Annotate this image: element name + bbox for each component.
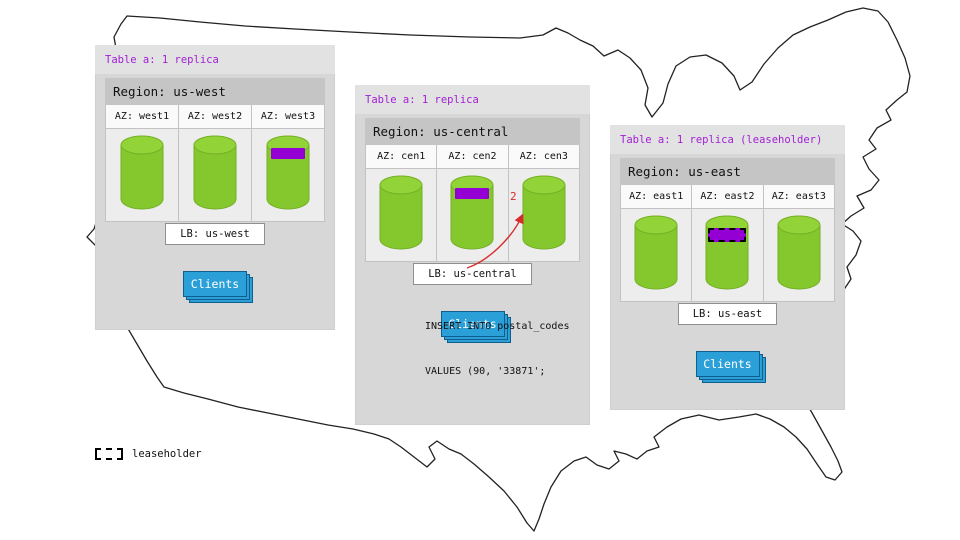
az-label: AZ: west2 bbox=[179, 105, 251, 129]
region-header: Region: us-east bbox=[620, 158, 835, 185]
cylinder-icon bbox=[705, 215, 749, 290]
sql-line-2: VALUES (90, '33871'; bbox=[425, 366, 546, 377]
table-replica-label: Table a: 1 replica bbox=[95, 45, 335, 74]
az-label: AZ: cen3 bbox=[508, 145, 579, 169]
az-label: AZ: east3 bbox=[763, 185, 834, 209]
az-column: AZ: east2 bbox=[692, 185, 764, 301]
az-area: AZ: west1 AZ: west2 bbox=[105, 105, 325, 222]
az-column: AZ: cen2 bbox=[437, 145, 509, 261]
az-body bbox=[437, 169, 507, 261]
clients-button: Clients bbox=[183, 271, 247, 297]
load-balancer: LB: us-west bbox=[165, 223, 265, 245]
az-label: AZ: cen2 bbox=[437, 145, 508, 169]
database-cylinder bbox=[521, 175, 567, 251]
az-column: AZ: cen1 bbox=[366, 145, 438, 261]
az-body bbox=[179, 129, 251, 221]
az-body bbox=[252, 129, 324, 221]
table-replica-label: Table a: 1 replica bbox=[355, 85, 590, 114]
leaseholder-badge bbox=[708, 228, 747, 242]
az-body bbox=[106, 129, 178, 221]
load-balancer: LB: us-east bbox=[677, 303, 778, 325]
database-cylinder bbox=[633, 215, 679, 291]
cylinder-icon bbox=[450, 175, 494, 250]
leaseholder-swatch-icon bbox=[95, 448, 123, 460]
cylinder-icon bbox=[379, 175, 423, 250]
database-cylinder bbox=[704, 215, 750, 291]
az-label: AZ: west1 bbox=[106, 105, 178, 129]
replica-badge bbox=[455, 188, 490, 199]
replica-badge bbox=[271, 148, 305, 159]
az-label: AZ: cen1 bbox=[366, 145, 437, 169]
legend-label: leaseholder bbox=[132, 448, 202, 460]
region-header: Region: us-central bbox=[365, 118, 580, 145]
az-column: AZ: east3 bbox=[763, 185, 834, 301]
database-cylinder bbox=[776, 215, 822, 291]
az-body bbox=[366, 169, 436, 261]
database-cylinder bbox=[449, 175, 495, 251]
cylinder-icon bbox=[634, 215, 678, 290]
cylinder-icon bbox=[193, 135, 237, 210]
az-column: AZ: east1 bbox=[621, 185, 693, 301]
cylinder-icon bbox=[120, 135, 164, 210]
region-panel-us-central: Table a: 1 replica Region: us-central AZ… bbox=[355, 85, 590, 425]
az-body bbox=[509, 169, 579, 261]
az-column: AZ: west3 bbox=[252, 105, 324, 221]
database-cylinder bbox=[265, 135, 311, 211]
az-label: AZ: east1 bbox=[621, 185, 692, 209]
cylinder-icon bbox=[266, 135, 310, 210]
region-panel-us-west: Table a: 1 replica Region: us-west AZ: w… bbox=[95, 45, 335, 330]
sql-line-1: INSERT INTO postal_codes bbox=[425, 321, 570, 332]
database-cylinder bbox=[119, 135, 165, 211]
az-column: AZ: west2 bbox=[179, 105, 252, 221]
database-cylinder bbox=[192, 135, 238, 211]
az-column: AZ: west1 bbox=[106, 105, 179, 221]
az-area: AZ: east1 AZ: east2 bbox=[620, 185, 835, 302]
az-label: AZ: west3 bbox=[252, 105, 324, 129]
region-panel-us-east: Table a: 1 replica (leaseholder) Region:… bbox=[610, 125, 845, 410]
cylinder-icon bbox=[777, 215, 821, 290]
clients-button: Clients bbox=[440, 311, 505, 337]
clients-button: Clients bbox=[695, 351, 760, 377]
load-balancer: LB: us-central bbox=[413, 263, 532, 285]
cylinder-icon bbox=[522, 175, 566, 250]
legend: leaseholder bbox=[95, 448, 202, 460]
az-label: AZ: east2 bbox=[692, 185, 763, 209]
sql-statement: INSERT INTO postal_codes VALUES (90, '33… bbox=[425, 289, 570, 409]
az-column: AZ: cen3 bbox=[508, 145, 579, 261]
region-header: Region: us-west bbox=[105, 78, 325, 105]
az-body bbox=[764, 209, 834, 301]
az-area: AZ: cen1 AZ: cen2 bbox=[365, 145, 580, 262]
database-cylinder bbox=[378, 175, 424, 251]
table-replica-label: Table a: 1 replica (leaseholder) bbox=[610, 125, 845, 154]
az-body bbox=[621, 209, 691, 301]
az-body bbox=[692, 209, 762, 301]
